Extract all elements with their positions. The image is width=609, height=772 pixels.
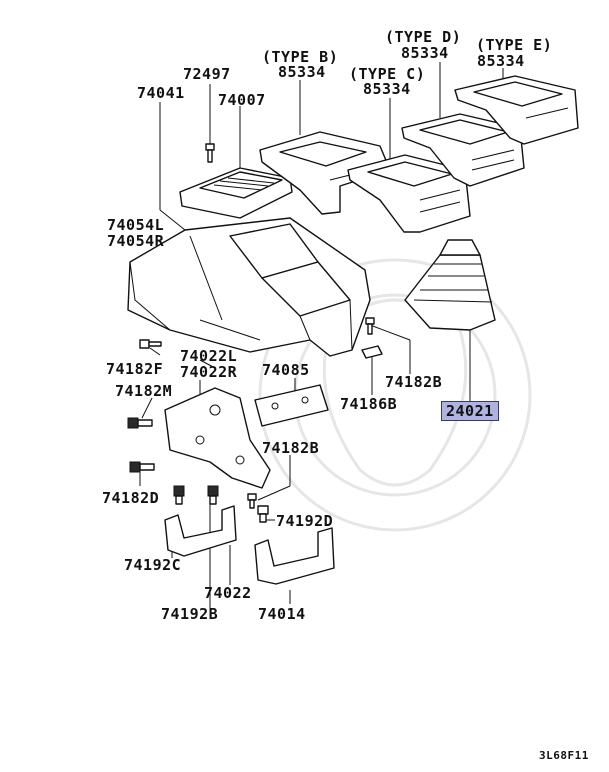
- screw-74182f: [139, 339, 162, 349]
- label-type-b: (TYPE B): [262, 48, 339, 66]
- label-type-d: (TYPE D): [385, 28, 462, 46]
- label-74182m: 74182M: [115, 382, 173, 400]
- label-85334-e: 85334: [477, 52, 525, 70]
- diagram-code: 3L68F11: [539, 749, 589, 762]
- label-24021-highlighted[interactable]: 24021: [441, 401, 499, 421]
- label-74186b: 74186B: [340, 395, 398, 413]
- label-74192c: 74192C: [124, 556, 182, 574]
- label-74054r: 74054R: [107, 232, 165, 250]
- label-74007: 74007: [218, 91, 266, 109]
- label-74014: 74014: [258, 605, 306, 623]
- label-74022l: 74022L: [180, 347, 238, 365]
- bezel-type-c: [347, 154, 471, 233]
- bracket-74085: [254, 384, 329, 427]
- clip-74186b: [361, 345, 383, 359]
- bracket-74022: [164, 505, 237, 557]
- label-74054l: 74054L: [107, 216, 165, 234]
- label-74022: 74022: [204, 584, 252, 602]
- tray-74007: [179, 167, 293, 219]
- screw-72497: [205, 143, 215, 163]
- screw-74182m: [127, 417, 153, 429]
- label-type-e: (TYPE E): [476, 36, 553, 54]
- shift-boot-24021: [404, 239, 496, 331]
- label-74182f: 74182F: [106, 360, 164, 378]
- bezel-type-d: [401, 113, 525, 187]
- label-74192d: 74192D: [276, 512, 334, 530]
- bezel-type-b: [259, 131, 391, 215]
- screw-74192c: [173, 485, 185, 505]
- label-85334-c: 85334: [363, 80, 411, 98]
- screw-74182b-lower: [247, 493, 257, 509]
- label-74182b-upper: 74182B: [385, 373, 443, 391]
- label-85334-d: 85334: [401, 44, 449, 62]
- label-74192b: 74192B: [161, 605, 219, 623]
- label-74022r: 74022R: [180, 363, 238, 381]
- bezel-type-e: [454, 75, 579, 145]
- label-74182b-lower: 74182B: [262, 439, 320, 457]
- screw-74192d: [257, 505, 269, 523]
- label-74041: 74041: [137, 84, 185, 102]
- watermark-emblem: [258, 258, 532, 532]
- label-74182d: 74182D: [102, 489, 160, 507]
- label-72497: 72497: [183, 65, 231, 83]
- label-type-c: (TYPE C): [349, 65, 426, 83]
- screw-74182b-upper: [365, 317, 375, 335]
- label-74085: 74085: [262, 361, 310, 379]
- bracket-74014: [254, 527, 335, 585]
- bracket-74022lr: [164, 387, 271, 489]
- console-body-74054: [127, 217, 371, 357]
- screw-74182d: [129, 461, 155, 473]
- screw-74192b: [207, 485, 219, 505]
- label-85334-b: 85334: [278, 63, 326, 81]
